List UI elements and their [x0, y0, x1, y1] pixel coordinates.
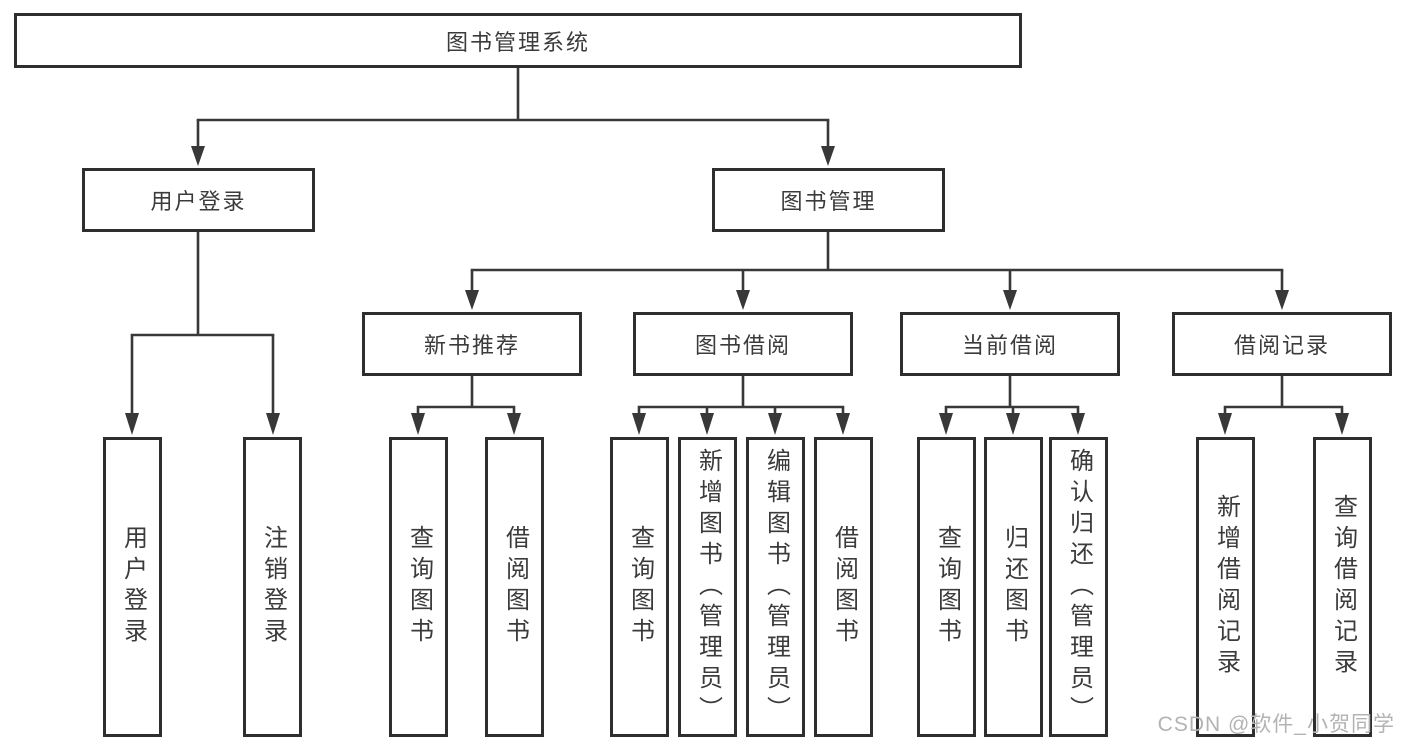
connector-paths — [130, 68, 1344, 416]
leaf-user-login: 用户登录 — [103, 437, 162, 737]
leaf-confirm-return-admin: 确认归还（管理员） — [1049, 437, 1108, 737]
leaf-edit-books-admin: 编辑图书（管理员） — [746, 437, 805, 737]
leaf-query-books-rec: 查询图书 — [389, 437, 448, 737]
node-current-borrow: 当前借阅 — [900, 312, 1120, 376]
watermark-text: CSDN @软件_小贺同学 — [1157, 713, 1395, 736]
node-user-login: 用户登录 — [82, 168, 315, 232]
node-book-borrow: 图书借阅 — [633, 312, 853, 376]
leaf-return-books: 归还图书 — [984, 437, 1043, 737]
node-borrow-records: 借阅记录 — [1172, 312, 1392, 376]
leaf-query-books-current: 查询图书 — [917, 437, 976, 737]
leaf-add-books-admin: 新增图书（管理员） — [678, 437, 737, 737]
leaf-query-books-borrow: 查询图书 — [610, 437, 669, 737]
arrowheads — [125, 146, 1349, 435]
leaf-borrow-books: 借阅图书 — [814, 437, 873, 737]
node-new-book-recommend: 新书推荐 — [362, 312, 582, 376]
leaf-borrow-books-rec: 借阅图书 — [485, 437, 544, 737]
leaf-query-borrow-record: 查询借阅记录 — [1313, 437, 1372, 737]
leaf-logout: 注销登录 — [243, 437, 302, 737]
leaf-add-borrow-record: 新增借阅记录 — [1196, 437, 1255, 737]
node-book-management: 图书管理 — [712, 168, 945, 232]
node-root: 图书管理系统 — [14, 13, 1022, 68]
